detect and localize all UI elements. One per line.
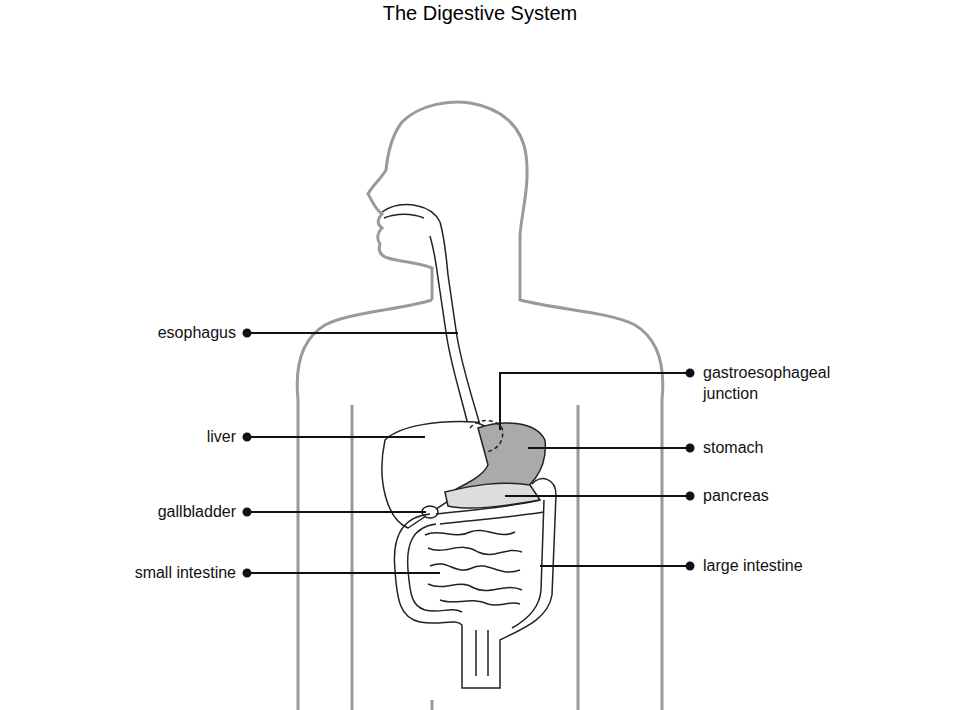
body-line	[431, 700, 434, 710]
part-label: stomach	[703, 437, 763, 458]
body-line	[368, 102, 663, 710]
palate	[382, 205, 440, 222]
part-label: esophagus	[158, 322, 236, 343]
leader-dot	[244, 570, 251, 577]
leader-line	[247, 436, 425, 438]
part-label: pancreas	[703, 485, 769, 506]
leader-line	[247, 511, 426, 513]
leader-lines	[244, 330, 694, 577]
large-intestine-shape	[436, 500, 544, 524]
part-label: small intestine	[135, 562, 236, 583]
palate	[384, 214, 424, 218]
organs	[382, 205, 556, 688]
large-intestine-shape	[394, 479, 556, 688]
leader-line	[500, 373, 690, 430]
leader-dot	[687, 445, 694, 452]
leader-dot	[687, 493, 694, 500]
leader-dot	[244, 509, 251, 516]
leader-line	[540, 565, 690, 567]
small-intestine-shape	[425, 530, 522, 605]
large-intestine-shape	[408, 500, 544, 676]
part-label: large intestine	[703, 555, 803, 576]
part-label: gastroesophageal junction	[703, 362, 853, 404]
esophagus-tube	[430, 236, 468, 425]
body-line	[577, 405, 580, 710]
leader-dot	[244, 330, 251, 337]
leader-line	[505, 495, 690, 497]
leader-line	[247, 572, 440, 574]
body-line	[351, 405, 354, 710]
leader-dot	[687, 563, 694, 570]
part-label: liver	[207, 426, 236, 447]
diagram-title: The Digestive System	[0, 1, 960, 25]
ge-junction	[470, 421, 503, 453]
leader-line	[528, 447, 690, 449]
leader-dot	[244, 434, 251, 441]
leader-line	[247, 332, 458, 334]
part-label: gallbladder	[158, 501, 236, 522]
leader-dot	[687, 370, 694, 377]
body-outline	[297, 102, 663, 710]
